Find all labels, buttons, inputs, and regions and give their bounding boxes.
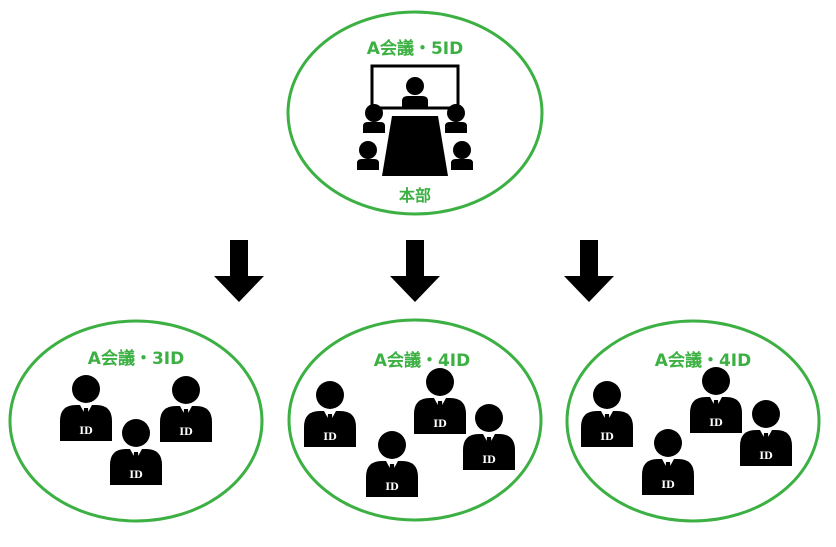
person-icon: ID	[740, 400, 792, 466]
person-icon: ID	[304, 381, 356, 447]
group-2-title: A会議・4ID	[374, 350, 470, 371]
group-2: A会議・4ID ID ID ID ID	[287, 318, 543, 522]
person-id-label: ID	[482, 455, 496, 466]
person-icon: ID	[581, 381, 633, 447]
group-1: A会議・3ID ID ID ID	[8, 319, 264, 523]
group-3: A会議・4ID ID ID ID ID	[565, 319, 821, 523]
down-arrow-icon	[214, 240, 264, 302]
person-icon: ID	[60, 375, 112, 441]
person-id-label: ID	[179, 427, 193, 438]
headquarters-label: 本部	[399, 186, 431, 205]
group-2-circle	[287, 318, 543, 522]
person-icon: ID	[690, 367, 742, 433]
down-arrow-icon	[390, 240, 440, 302]
person-icon: ID	[366, 431, 418, 497]
meeting-room-icon	[357, 64, 473, 176]
group-1-circle	[8, 319, 264, 523]
group-3-title: A会議・4ID	[655, 350, 751, 371]
person-icon: ID	[463, 404, 515, 470]
person-id-label: ID	[709, 418, 723, 429]
headquarters-group: A会議・5ID 本部	[286, 10, 544, 216]
person-id-label: ID	[129, 470, 143, 481]
person-id-label: ID	[759, 451, 773, 462]
person-id-label: ID	[79, 426, 93, 437]
person-icon: ID	[414, 368, 466, 434]
group-3-circle	[565, 319, 821, 523]
group-1-title: A会議・3ID	[88, 348, 184, 369]
down-arrow-icon	[564, 240, 614, 302]
person-icon: ID	[110, 419, 162, 485]
person-id-label: ID	[433, 419, 447, 430]
headquarters-title: A会議・5ID	[367, 38, 463, 59]
headquarters-circle	[286, 10, 544, 216]
person-id-label: ID	[661, 480, 675, 491]
person-icon: ID	[642, 429, 694, 495]
person-id-label: ID	[323, 432, 337, 443]
person-icon: ID	[160, 376, 212, 442]
person-id-label: ID	[385, 482, 399, 493]
person-id-label: ID	[600, 432, 614, 443]
